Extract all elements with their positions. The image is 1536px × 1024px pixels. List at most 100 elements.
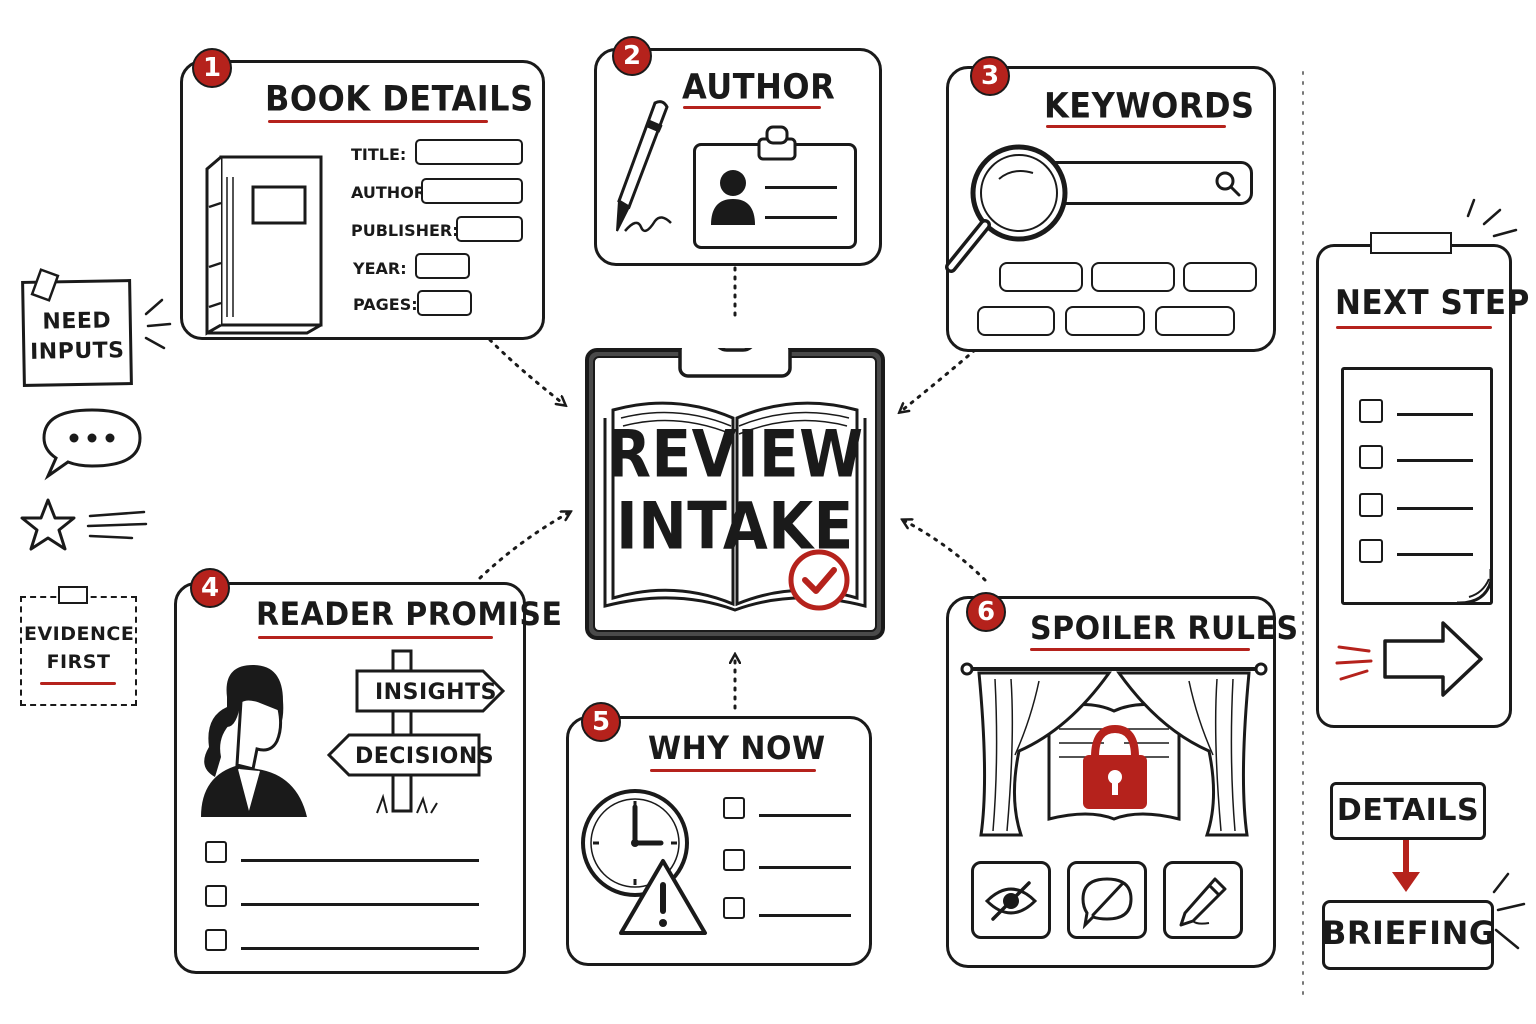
- no-comment-button: [1067, 861, 1147, 939]
- keywords-title: KEYWORDS: [1044, 85, 1255, 127]
- field-label-publisher: PUBLISHER:: [351, 221, 459, 240]
- badge-line-2: [765, 216, 837, 219]
- next-step-panel: [1316, 244, 1512, 728]
- keyword-tag-3: [1183, 262, 1257, 292]
- keyword-tag-4: [977, 306, 1055, 336]
- book-details-card: TITLE: AUTHOR: PUBLISHER: YEAR: PAGES:: [180, 60, 545, 340]
- pencil-icon: [1179, 877, 1227, 927]
- why-now-checkbox-3: [723, 897, 745, 919]
- speech-bubble-icon: [42, 408, 142, 481]
- center-title-line2: INTAKE: [616, 487, 854, 565]
- step-badge-4: 4: [190, 568, 230, 608]
- why-now-underline: [650, 769, 816, 772]
- field-label-year: YEAR:: [353, 259, 407, 278]
- promise-checkbox-1: [205, 841, 227, 863]
- next-step-checkbox-1: [1359, 399, 1383, 423]
- lock-icon: [1083, 724, 1147, 809]
- emphasis-lines: [1466, 198, 1518, 238]
- review-intake-clipboard: REVIEW INTAKE: [585, 348, 885, 640]
- curtain-icon: [960, 662, 1268, 837]
- why-now-checkbox-1: [723, 797, 745, 819]
- reader-promise-underline: [258, 636, 493, 639]
- page-curl: [1457, 569, 1493, 605]
- center-title-line1: REVIEW: [606, 415, 864, 493]
- reader-promise-title: READER PROMISE: [256, 596, 563, 634]
- promise-checkbox-2: [205, 885, 227, 907]
- promise-line-1: [241, 859, 479, 862]
- clipboard-icon: [603, 348, 867, 612]
- signpost-icon: [327, 649, 506, 814]
- flow-arrow-down: [1392, 840, 1420, 892]
- speech-bubble-slash-icon: [1081, 877, 1133, 930]
- checkmark-icon: [788, 549, 850, 611]
- signpost-label-insights: INSIGHTS: [375, 680, 497, 705]
- field-label-pages: PAGES:: [353, 295, 418, 314]
- why-now-title: WHY NOW: [648, 730, 826, 768]
- briefing-box: [1322, 900, 1494, 970]
- arrow-right-icon: [1335, 621, 1483, 697]
- next-step-line-1: [1397, 413, 1473, 416]
- why-now-checkbox-2: [723, 849, 745, 871]
- person-icon: [711, 170, 755, 225]
- promise-line-2: [241, 903, 479, 906]
- book-icon: [205, 155, 323, 336]
- next-step-tape: [1370, 232, 1452, 254]
- book-details-title: BOOK DETAILS: [265, 78, 534, 120]
- next-step-title: NEXT STEP: [1335, 284, 1530, 323]
- pen-icon: [616, 100, 672, 233]
- publisher-input-box: [456, 216, 523, 242]
- edit-button: [1163, 861, 1243, 939]
- step-badge-5: 5: [581, 702, 621, 742]
- keyword-tag-5: [1065, 306, 1145, 336]
- promise-line-3: [241, 947, 479, 950]
- author-card: [594, 48, 882, 266]
- briefing-label: BRIEFING: [1322, 914, 1496, 952]
- tape-icon: [30, 268, 60, 302]
- why-now-line-2: [759, 866, 851, 869]
- next-step-line-2: [1397, 459, 1473, 462]
- next-step-underline: [1336, 326, 1492, 329]
- warning-icon: [619, 859, 707, 935]
- next-step-line-3: [1397, 507, 1473, 510]
- step-badge-1: 1: [192, 48, 232, 88]
- keywords-card: [945, 66, 1276, 352]
- why-now-line-3: [759, 914, 851, 917]
- title-input-box: [415, 139, 523, 165]
- reader-promise-card: INSIGHTS DECISIONS: [174, 582, 526, 974]
- next-step-checkbox-3: [1359, 493, 1383, 517]
- author-underline: [683, 106, 821, 109]
- keyword-tag-2: [1091, 262, 1175, 292]
- keyword-tag-1: [999, 262, 1083, 292]
- next-step-checkbox-2: [1359, 445, 1383, 469]
- evidence-note-tape: [58, 586, 88, 604]
- emphasis-lines: [1492, 872, 1526, 950]
- step-badge-2: 2: [612, 36, 652, 76]
- field-label-author: AUTHOR:: [351, 183, 433, 202]
- signpost-label-decisions: DECISIONS: [355, 744, 495, 769]
- keywords-underline: [1046, 125, 1226, 128]
- details-label: DETAILS: [1336, 793, 1480, 828]
- evidence-first-underline: [40, 682, 116, 685]
- why-now-line-1: [759, 814, 851, 817]
- why-now-card: [566, 716, 872, 966]
- promise-checkbox-3: [205, 929, 227, 951]
- book-details-underline: [268, 120, 488, 123]
- field-label-title: TITLE:: [351, 145, 407, 164]
- details-box: [1330, 782, 1486, 840]
- spoiler-rules-underline: [1030, 648, 1250, 651]
- pages-input-box: [417, 290, 472, 316]
- search-icon: [1215, 171, 1241, 197]
- next-step-line-4: [1397, 553, 1473, 556]
- keyword-tag-6: [1155, 306, 1235, 336]
- author-title: AUTHOR: [682, 66, 836, 108]
- author-input-box: [421, 178, 523, 204]
- eye-slash-icon: [984, 881, 1038, 921]
- spoiler-rules-title: SPOILER RULES: [1030, 610, 1299, 648]
- spoiler-rules-card: [946, 596, 1276, 968]
- person-icon: [201, 665, 307, 817]
- step-badge-6: 6: [966, 592, 1006, 632]
